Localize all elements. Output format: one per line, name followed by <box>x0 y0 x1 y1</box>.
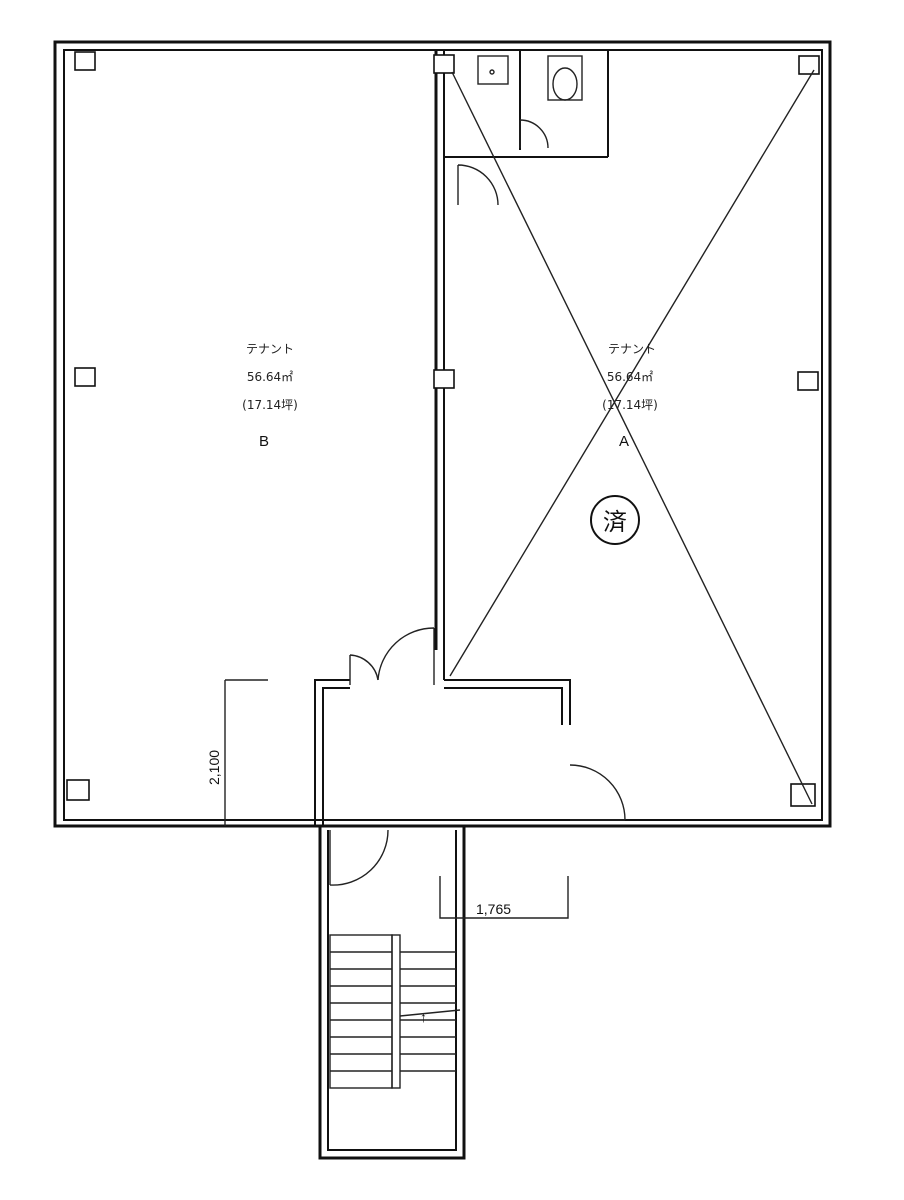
tenant-b-label: テナント 56.64㎡ (17.14坪) B <box>242 342 298 450</box>
tenant-b-area: 56.64㎡ <box>247 370 293 384</box>
dimension-1765-label: 1,765 <box>476 901 511 917</box>
tenant-a-label: テナント 56.64㎡ (17.14坪) A 済 <box>590 342 658 545</box>
tenant-b-tsubo: (17.14坪) <box>242 398 298 412</box>
tenant-a-stamp: 済 <box>603 509 627 536</box>
tenant-b-letter: B <box>259 433 269 450</box>
dimension-vertical: 2,100 <box>206 679 268 826</box>
tenant-a-name: テナント <box>608 342 656 356</box>
tenant-b-name: テナント <box>246 342 294 356</box>
outer-walls <box>53 40 832 828</box>
partition-wall <box>434 50 445 680</box>
tenant-a-tsubo: (17.14坪) <box>602 398 658 412</box>
stamp-circle <box>590 495 640 545</box>
columns <box>66 51 820 807</box>
tenant-a-letter: A <box>619 433 629 450</box>
restroom <box>444 50 609 206</box>
tenant-a-cross <box>449 69 815 805</box>
entrance-lobby <box>314 627 626 886</box>
stair-treads <box>330 951 456 1072</box>
stairwell: ↑ <box>318 826 466 1160</box>
tenant-a-area: 56.64㎡ <box>607 370 653 384</box>
dimension-horizontal: 1,765 <box>439 876 569 919</box>
stair-direction-arrow: ↑ <box>420 1009 427 1025</box>
dimension-2100-label: 2,100 <box>206 750 222 785</box>
